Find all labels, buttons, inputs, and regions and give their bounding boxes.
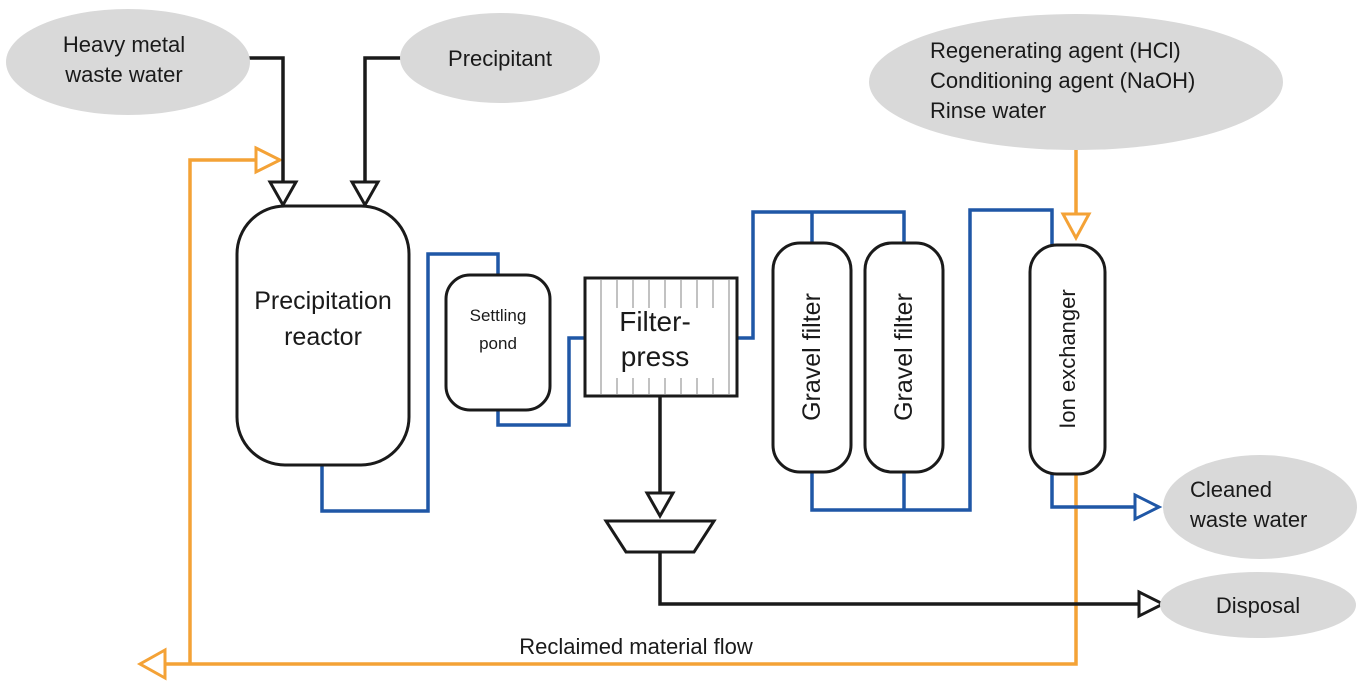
reclaimed-flow-line — [136, 145, 1092, 681]
reactor-vessel — [235, 204, 411, 467]
waste-water-label-line2: waste water — [64, 62, 182, 87]
disposal-label: Disposal — [1216, 593, 1300, 618]
reclaimed-recycle-arrowhead — [254, 145, 284, 175]
regeneration-label-line1: Regenerating agent (HCl) — [930, 38, 1181, 63]
reactor-label-line2: reactor — [284, 323, 362, 351]
regeneration-ellipse — [869, 14, 1283, 150]
waste-water-feed-arrowhead — [267, 180, 299, 209]
cleaned-water-label-line1: Cleaned — [1190, 477, 1272, 502]
sludge-hopper — [603, 519, 717, 554]
precipitant-ellipse — [400, 13, 600, 103]
precipitant-source: Precipitant — [400, 13, 600, 103]
cleaned-water-arrowhead — [1133, 492, 1163, 522]
gravel-filter-1: Gravel filter — [771, 241, 853, 474]
filterpress-label-line1: Filter- — [619, 306, 691, 337]
settling-label-line2: pond — [479, 334, 517, 353]
reclaimed-out-arrowhead — [136, 647, 167, 681]
disposal-output: Disposal — [1160, 572, 1356, 638]
filterpress-label-line2: press — [621, 341, 689, 372]
cleaned-water-ellipse — [1163, 455, 1357, 559]
waste-water-feed-line — [240, 56, 285, 182]
solids-path — [603, 396, 1167, 619]
cleaned-water-outlet-pipe — [1050, 474, 1135, 509]
waste-water-ellipse — [6, 9, 250, 115]
settling-pond-vessel — [444, 273, 552, 412]
gravel-filter-1-vessel — [771, 241, 853, 474]
disposal-ellipse — [1160, 572, 1356, 638]
disposal-arrowhead — [1137, 589, 1167, 619]
gravel-filter-2-label: Gravel filter — [890, 293, 918, 421]
waste-water-label-line1: Heavy metal — [63, 32, 185, 57]
reclaimed-flow-label: Reclaimed material flow — [519, 634, 753, 659]
regeneration-source: Regenerating agent (HCl) Conditioning ag… — [869, 14, 1283, 150]
ion-exchanger-label: Ion exchanger — [1055, 289, 1080, 428]
precipitant-label: Precipitant — [448, 46, 552, 71]
water-pipes — [320, 208, 1163, 522]
regeneration-feed-arrowhead — [1060, 212, 1092, 242]
ion-exchanger-vessel — [1028, 243, 1107, 476]
ion-exchanger: Ion exchanger — [1028, 243, 1107, 476]
settling-pond: Settling pond — [444, 273, 552, 412]
filter-press: Filter- press — [583, 276, 739, 398]
reactor-label-line1: Precipitation — [254, 287, 392, 315]
filterpress-to-gravel-pipe — [737, 210, 906, 340]
reclaimed-return-line — [165, 474, 1078, 666]
regeneration-label-line3: Rinse water — [930, 98, 1046, 123]
regeneration-label-line2: Conditioning agent (NaOH) — [930, 68, 1195, 93]
waste-water-source: Heavy metal waste water — [6, 9, 250, 115]
settling-to-filterpress-pipe — [496, 336, 585, 427]
precipitation-reactor: Precipitation reactor — [235, 204, 411, 467]
gravel-to-ion-pipe — [810, 208, 1054, 512]
cleaned-water-label-line2: waste water — [1189, 507, 1307, 532]
disposal-line — [658, 552, 1139, 606]
precipitant-feed-arrowhead — [349, 180, 381, 209]
gravel-filter-1-label: Gravel filter — [798, 293, 826, 421]
precipitant-feed-line — [363, 56, 405, 182]
solids-arrowhead — [644, 491, 676, 520]
feed-lines — [240, 56, 405, 209]
cleaned-water-output: Cleaned waste water — [1163, 455, 1357, 559]
reclaimed-recycle-line — [188, 158, 256, 664]
gravel-filter-2: Gravel filter — [863, 241, 945, 474]
reactor-to-settling-pipe — [320, 252, 500, 513]
settling-label-line1: Settling — [470, 306, 527, 325]
gravel-filter-2-vessel — [863, 241, 945, 474]
